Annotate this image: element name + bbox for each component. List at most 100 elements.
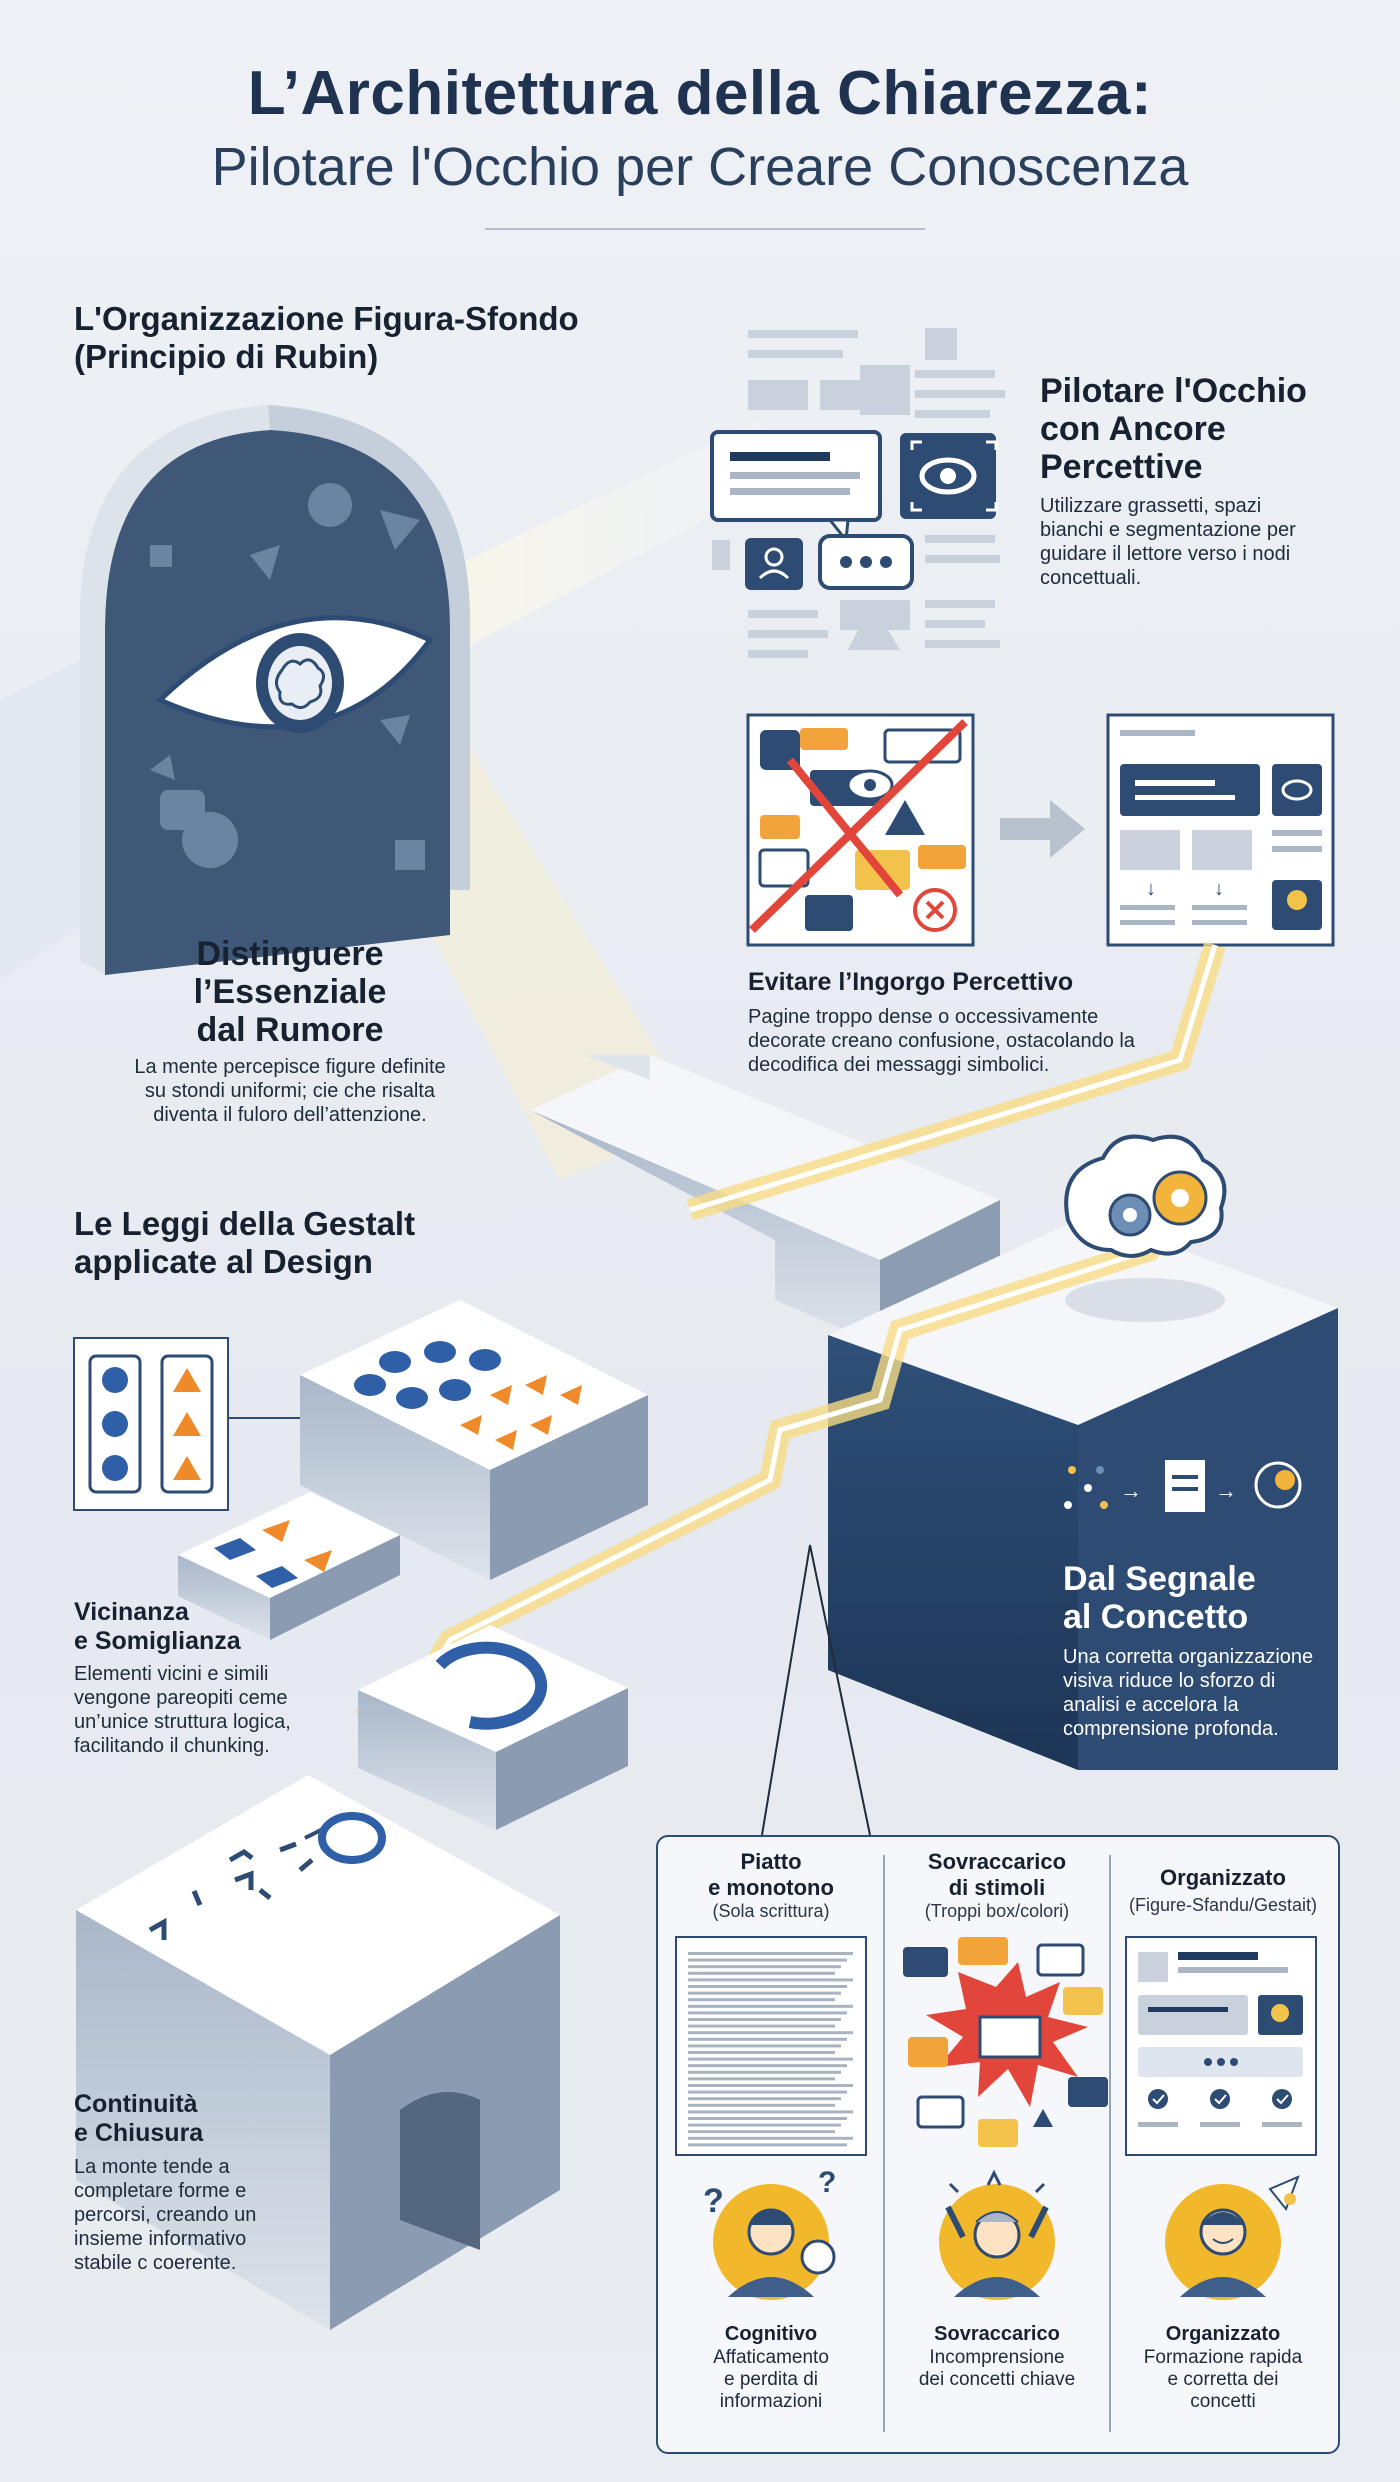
anchors-body-line: bianchi e segmentazione per [1040, 519, 1296, 541]
text-line-placeholder [688, 1971, 835, 1975]
figure-ground-body-line: La mente percepisce figure definite [134, 1056, 446, 1078]
svg-text:?: ? [703, 2182, 724, 2220]
col-cap-line: e perdita di [723, 2369, 818, 2390]
comparison-panel: ? ? Piatt [656, 1835, 1340, 2454]
col-cap-title: Sovraccarico [934, 2323, 1060, 2345]
gestalt-legend [73, 1337, 300, 1511]
anchors-illustration [710, 328, 1005, 658]
col-cap-line: Incomprensione [929, 2347, 1065, 2368]
text-line-placeholder [688, 2057, 853, 2061]
svg-text:→: → [1215, 1478, 1237, 1503]
page-title: L’Architettura della Chiarezza: [247, 59, 1153, 128]
brain-gears-icon [1064, 1134, 1227, 1322]
text-line-placeholder [688, 1958, 847, 1962]
col-title-line: Sovraccarico [927, 1849, 1067, 1874]
overload-body-line: decodifica dei messaggi simbolici. [748, 1054, 1050, 1076]
svg-text:↓: ↓ [1146, 878, 1156, 900]
proximity-body-line: un’unice struttura logica, [74, 1711, 291, 1733]
organized-page: ↓ ↓ [1106, 713, 1335, 947]
text-line-placeholder [688, 2143, 847, 2147]
stressed-person-avatar [939, 2169, 1055, 2300]
anchors-body: Utilizzare grassetti, spazi bianchi e se… [1040, 494, 1296, 590]
col-title-line: di stimoli [948, 1875, 1046, 1900]
comparison-graphics: ? ? [675, 1855, 1317, 2432]
gestalt-heading-line: Le Leggi della Gestalt [74, 1205, 416, 1242]
overload-heading: Evitare l’Ingorgo Percettivo [748, 968, 1074, 996]
figure-ground-sub-line: dal Rumore [196, 1011, 384, 1049]
gestalt-block-lower [178, 1492, 400, 1640]
signal-heading: Dal Segnale al Concetto [1063, 1560, 1256, 1636]
text-line-placeholder [688, 2070, 841, 2074]
callout-pointer [761, 1544, 871, 1836]
continuity-body: La monte tende a completare forme e perc… [74, 2155, 256, 2275]
col-cap-line: Affaticamento [713, 2347, 829, 2368]
overload-body-line: Pagine troppo dense o occessivamente [748, 1006, 1099, 1028]
signal-box [828, 1215, 1338, 1770]
organized-mini-page [1125, 1936, 1317, 2156]
comparison-col-overload: Sovraccarico di stimoli (Troppi box/colo… [884, 1849, 1110, 1922]
gestalt-heading-line: applicate al Design [74, 1243, 373, 1280]
svg-text:?: ? [818, 2166, 836, 2199]
col-cap-line: informazioni [719, 2391, 823, 2412]
proximity-body-line: vengone pareopiti ceme [74, 1687, 288, 1709]
text-line-placeholder [688, 1991, 841, 1995]
text-line-placeholder [688, 2051, 835, 2054]
text-line-placeholder [688, 2117, 847, 2120]
text-line-placeholder [688, 2044, 841, 2048]
proximity-heading-line: Vicinanza [74, 1598, 189, 1626]
col-cap-line: dei concetti chiave [918, 2369, 1076, 2390]
text-line-placeholder [688, 2103, 835, 2107]
cluttered-page [746, 713, 975, 947]
anchors-heading-line: con Ancore [1040, 410, 1226, 448]
confused-person-avatar: ? ? [703, 2166, 836, 2300]
proximity-body-line: facilitando il chunking. [74, 1735, 270, 1757]
overload-body-line: decorate creano confusione, ostacolando … [748, 1030, 1135, 1052]
col-subtitle: (Figure-Sfandu/Gestait) [1128, 1895, 1318, 1915]
continuity-body-line: stabile c coerente. [74, 2252, 237, 2274]
rubin-arch [80, 405, 470, 975]
svg-text:→: → [1120, 1478, 1142, 1503]
anchors-body-line: concettuali. [1040, 567, 1142, 589]
text-line-placeholder [688, 1978, 853, 1982]
col-cap-line: e corretta dei [1167, 2369, 1279, 2390]
figure-ground-body: La mente percepisce figure definite su s… [90, 1055, 490, 1127]
figure-ground-sub-line: l’Essenziale [193, 973, 387, 1011]
signal-heading-line: al Concetto [1063, 1598, 1249, 1636]
comparison-col-organized-caption: Organizzato Formazione rapida e corretta… [1110, 2321, 1336, 2413]
text-line-placeholder [688, 2024, 835, 2028]
col-cap-line: Formazione rapida [1143, 2347, 1303, 2368]
text-line-placeholder [688, 2018, 841, 2021]
comparison-col-flat-caption: Cognitivo Affaticamento e perdita di inf… [658, 2321, 884, 2413]
col-subtitle: (Troppi box/colori) [924, 1901, 1070, 1921]
signal-flow-icons: → → [1064, 1460, 1302, 1512]
proximity-heading: Vicinanza e Somiglianza [74, 1598, 241, 1656]
signal-body: Una corretta organizzazione visiva riduc… [1063, 1645, 1313, 1741]
figure-ground-subheading: Distinguere l’Essenziale dal Rumore [140, 935, 440, 1049]
continuity-body-line: insieme informativo [74, 2228, 247, 2250]
col-cap-title: Organizzato [1165, 2323, 1281, 2345]
continuity-heading-line: Continuità [74, 2090, 198, 2118]
anchors-heading: Pilotare l'Occhio con Ancore Percettive [1040, 372, 1307, 486]
title-divider [485, 228, 925, 230]
anchors-heading-line: Pilotare l'Occhio [1040, 372, 1307, 410]
text-line-placeholder [688, 2090, 847, 2094]
col-cap-line: concetti [1190, 2391, 1256, 2412]
text-line-placeholder [688, 1985, 847, 1988]
col-subtitle: (Sola scrittura) [712, 1901, 830, 1921]
overload-body: Pagine troppo dense o occessivamente dec… [748, 1005, 1135, 1077]
figure-ground-heading-line: L'Organizzazione Figura-Sfondo [74, 300, 579, 337]
comparison-col-flat: Piatto e monotono (Sola scrittura) [658, 1849, 884, 1922]
col-title-line: Organizzato [1160, 1865, 1286, 1890]
gestalt-block-upper [300, 1300, 648, 1580]
text-line-placeholder [688, 2064, 847, 2068]
text-line-placeholder [688, 2077, 835, 2081]
continuity-block [76, 1775, 560, 2330]
text-line-placeholder [688, 2123, 841, 2127]
col-cap-title: Cognitivo [724, 2323, 818, 2345]
text-line-placeholder [688, 1998, 835, 2002]
right-arrow [1000, 800, 1085, 858]
proximity-heading-line: e Somiglianza [74, 1627, 241, 1655]
signal-body-line: comprensione profonda. [1063, 1718, 1279, 1740]
